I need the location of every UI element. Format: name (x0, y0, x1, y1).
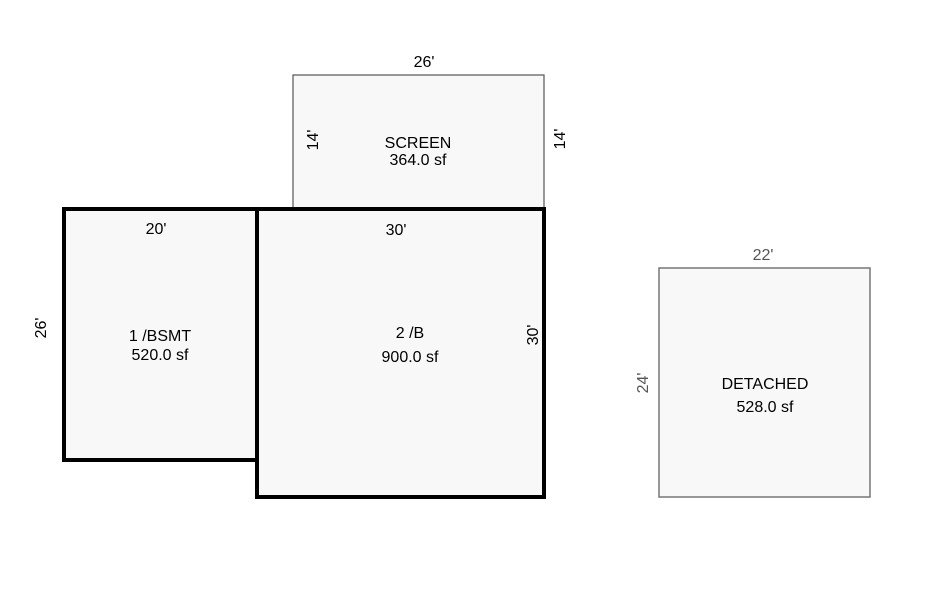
room-main: 30' 30' 2 /B 900.0 sf (255, 207, 546, 499)
room-screen-dim-top: 26' (414, 54, 435, 71)
room-detached-dim-left: 24' (635, 373, 652, 394)
room-screen-dim-right: 14' (552, 129, 569, 150)
room-bsmt-dim-left: 26' (33, 318, 50, 339)
room-main-dim-top: 30' (386, 222, 407, 239)
room-screen-dim-left: 14' (305, 130, 322, 151)
room-main-outline (255, 207, 546, 499)
room-screen: 26' 14' 14' SCREEN 364.0 sf (292, 54, 569, 210)
room-bsmt-dim-top: 20' (146, 221, 167, 238)
room-bsmt: 20' 26' 1 /BSMT 520.0 sf (33, 207, 259, 462)
room-detached-name: DETACHED (722, 376, 809, 393)
room-screen-outline (292, 74, 545, 210)
room-bsmt-area: 520.0 sf (132, 347, 189, 364)
room-main-name: 2 /B (396, 325, 424, 342)
room-detached-outline (658, 267, 871, 498)
room-screen-area: 364.0 sf (390, 152, 447, 169)
room-detached-dim-top: 22' (753, 247, 774, 264)
room-main-dim-right: 30' (525, 325, 542, 346)
room-screen-name: SCREEN (385, 135, 452, 152)
room-main-area: 900.0 sf (382, 349, 439, 366)
room-bsmt-name: 1 /BSMT (129, 328, 191, 345)
room-bsmt-outline (62, 207, 259, 462)
room-detached: 22' 24' DETACHED 528.0 sf (635, 247, 871, 498)
room-detached-area: 528.0 sf (737, 399, 794, 416)
